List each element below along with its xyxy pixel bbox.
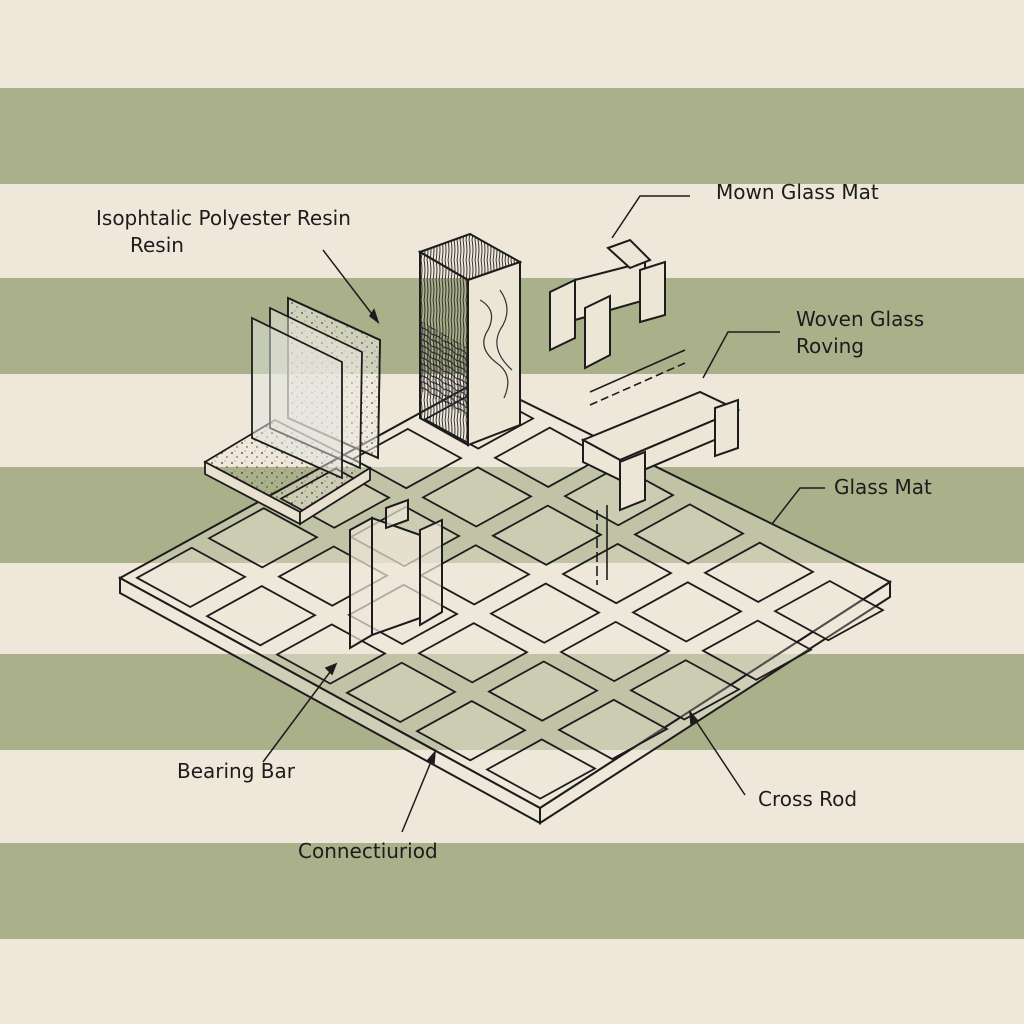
grating-cell [135,546,247,609]
leader-lines [262,195,825,833]
bearing-bar-channel [349,498,443,650]
grating-cell [773,579,885,642]
grating-cell [421,466,533,528]
grating-cell [415,700,527,762]
grating-cell [419,544,531,606]
grating-cell [703,541,815,603]
grating-cell [557,698,669,761]
background-stripe [0,843,1024,939]
grating-cell [701,619,813,681]
spacer-clip-top [549,238,666,370]
grating-cell [487,660,599,722]
background-stripe [0,88,1024,184]
label-glass-mat: Glass Mat [834,475,932,499]
woven-roving-block [417,232,523,447]
spacer-clip-lower [580,390,741,512]
label-blown-glass-mat: Mown Glass Mat [716,180,879,204]
grating-cell [561,542,673,605]
label-connection-rod: Connectiuriod [298,839,438,863]
label-cross-rod: Cross Rod [758,787,858,811]
grating-cell [633,503,745,565]
label-woven-glass: Woven Glass [796,307,925,331]
grating-cell [417,622,529,684]
grating-cell [207,507,319,569]
grating-cell [205,585,317,647]
grating-cell [351,427,463,490]
label-resin-sub: Resin [130,233,184,257]
background-stripe [0,654,1024,750]
label-resin: Isophtalic Polyester Resin [96,206,351,230]
grating-cell [631,581,743,643]
grating-cell [485,738,597,800]
grating-cell [489,582,601,644]
grating-cell [629,659,741,721]
label-woven-roving: Roving [796,334,864,358]
grating-cell [345,661,457,724]
grating-cell [559,620,671,683]
grating-cell [491,504,603,566]
resin-sample [203,296,381,526]
motion-lines [589,349,686,585]
label-bearing-bar: Bearing Bar [177,759,295,783]
